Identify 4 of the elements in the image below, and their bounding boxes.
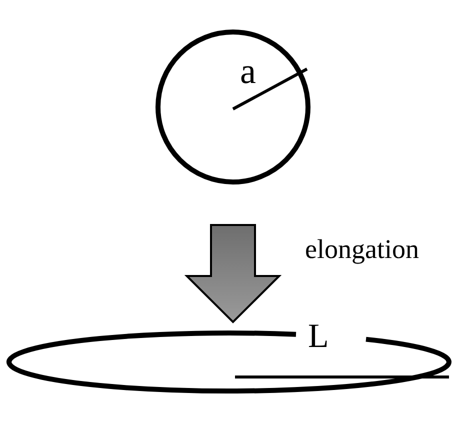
block-arrow xyxy=(184,224,282,324)
dimension-label: L xyxy=(308,320,329,354)
edge-label: elongation xyxy=(305,236,419,263)
dimension-label: a xyxy=(240,53,256,89)
